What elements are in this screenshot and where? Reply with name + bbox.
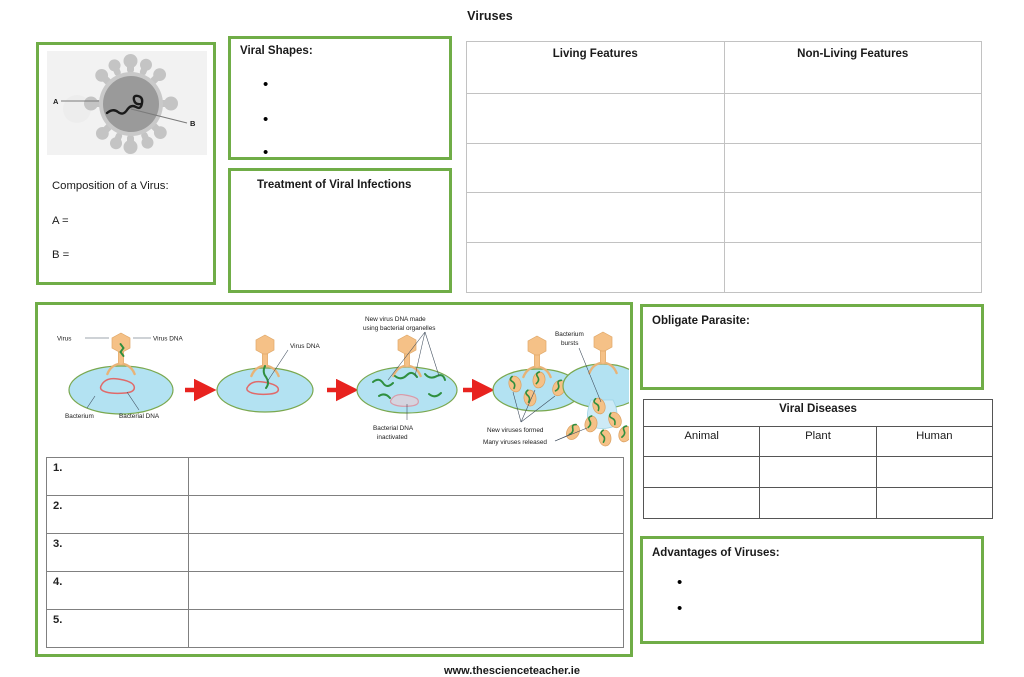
bullet-icon: • xyxy=(263,111,269,128)
viral-diseases-cell-animal-2[interactable] xyxy=(642,487,761,519)
viral-diseases-header-human: Human xyxy=(875,426,994,457)
advantages-panel: Advantages of Viruses: • • xyxy=(640,536,984,644)
viral-shapes-bullet-3[interactable]: • xyxy=(263,145,268,160)
treatment-panel: Treatment of Viral Infections xyxy=(228,168,452,293)
label-new-virus-dna-2: using bacterial organelles xyxy=(363,325,435,332)
bullet-icon: • xyxy=(263,144,269,161)
lifecycle-steps-table: 1. 2. 3. 4. 5. xyxy=(46,457,624,648)
label-new-viruses-formed: New viruses formed xyxy=(487,427,544,434)
features-header-living: Living Features xyxy=(466,41,725,94)
step-text-2[interactable] xyxy=(188,495,624,534)
composition-label-b: B = xyxy=(52,249,70,261)
advantages-bullet-1[interactable]: • xyxy=(677,575,682,590)
step-number-3: 3. xyxy=(46,533,189,572)
svg-text:B: B xyxy=(190,119,196,128)
viral-shapes-title: Viral Shapes: xyxy=(240,45,313,57)
features-cell-nonliving-3[interactable] xyxy=(723,192,982,244)
page-title-text: Viruses xyxy=(467,9,513,23)
viral-diseases-header-animal: Animal xyxy=(642,426,761,457)
table-row xyxy=(642,487,994,519)
viral-diseases-cell-human-2[interactable] xyxy=(875,487,994,519)
viral-diseases-title: Viral Diseases xyxy=(643,399,993,427)
viral-diseases-cell-plant-1[interactable] xyxy=(759,456,877,488)
advantages-title: Advantages of Viruses: xyxy=(652,547,780,559)
step-number-4: 4. xyxy=(46,571,189,610)
label-bacterial-dna: Bacterial DNA xyxy=(119,413,160,420)
obligate-parasite-panel: Obligate Parasite: xyxy=(640,304,984,390)
features-cell-living-3[interactable] xyxy=(466,192,725,244)
virus-particle-figure: A B xyxy=(47,51,207,155)
label-bacterial-dna-inactivated-1: Bacterial DNA xyxy=(373,425,414,432)
table-row xyxy=(466,242,982,293)
living-features-table: Living Features Non-Living Features xyxy=(466,41,982,293)
viral-shapes-bullet-1[interactable]: • xyxy=(263,77,268,92)
viral-diseases-cell-human-1[interactable] xyxy=(875,456,994,488)
table-row: 3. xyxy=(46,533,624,572)
page-title: Viruses xyxy=(0,9,1024,23)
svg-text:A: A xyxy=(53,97,59,106)
step-text-5[interactable] xyxy=(188,609,624,648)
bacteriophage-lytic-cycle-figure: .dlab { font-family: "Liberation Sans", … xyxy=(43,310,644,450)
features-cell-nonliving-2[interactable] xyxy=(723,142,982,194)
table-row xyxy=(466,142,982,194)
label-virus: Virus xyxy=(57,336,71,343)
bullet-icon: • xyxy=(677,600,683,617)
advantages-bullet-2[interactable]: • xyxy=(677,601,682,616)
bacteriophage-lytic-cycle-diagram: .dlab { font-family: "Liberation Sans", … xyxy=(57,316,644,448)
virus-composition-panel: A B Composition of a Virus: A = B = xyxy=(36,42,216,285)
label-bacterial-dna-inactivated-2: inactivated xyxy=(377,434,408,441)
lifecycle-panel: .dlab { font-family: "Liberation Sans", … xyxy=(35,302,644,657)
features-cell-nonliving-4[interactable] xyxy=(723,242,982,293)
label-virus-dna-2: Virus DNA xyxy=(290,343,320,350)
composition-label-a: A = xyxy=(52,215,69,227)
viral-diseases-header-plant: Plant xyxy=(759,426,877,457)
obligate-parasite-title: Obligate Parasite: xyxy=(652,315,750,327)
label-bacterium-bursts-2: bursts xyxy=(561,340,578,347)
viral-diseases-cell-animal-1[interactable] xyxy=(642,456,761,488)
label-new-virus-dna-1: New virus DNA made xyxy=(365,316,426,323)
table-row-title: Viral Diseases xyxy=(643,399,993,427)
footer-url: www.thescienceteacher.ie xyxy=(444,665,580,677)
features-cell-living-2[interactable] xyxy=(466,142,725,194)
label-bacterium-bursts-1: Bacterium xyxy=(555,331,584,338)
table-row xyxy=(642,456,994,488)
table-row: 2. xyxy=(46,495,624,534)
features-header-nonliving: Non-Living Features xyxy=(723,41,982,94)
viral-shapes-panel: Viral Shapes: • • • xyxy=(228,36,452,160)
viral-shapes-bullet-2[interactable]: • xyxy=(263,112,268,127)
step-number-1: 1. xyxy=(46,457,189,496)
composition-caption: Composition of a Virus: xyxy=(52,180,169,192)
treatment-title: Treatment of Viral Infections xyxy=(257,179,412,191)
bullet-icon: • xyxy=(263,76,269,93)
table-row: 5. xyxy=(46,609,624,648)
table-row: 1. xyxy=(46,457,624,496)
features-cell-living-1[interactable] xyxy=(466,92,725,144)
step-number-2: 2. xyxy=(46,495,189,534)
features-cell-living-4[interactable] xyxy=(466,242,725,293)
viral-diseases-cell-plant-2[interactable] xyxy=(759,487,877,519)
step-text-1[interactable] xyxy=(188,457,624,496)
label-virus-dna: Virus DNA xyxy=(153,336,183,343)
label-bacterium: Bacterium xyxy=(65,413,94,420)
viral-diseases-table: Viral Diseases Animal Plant Human xyxy=(642,399,994,519)
step-text-3[interactable] xyxy=(188,533,624,572)
table-row-header: Living Features Non-Living Features xyxy=(466,41,982,94)
table-row: 4. xyxy=(46,571,624,610)
features-cell-nonliving-1[interactable] xyxy=(723,92,982,144)
table-row-header: Animal Plant Human xyxy=(642,426,994,457)
label-many-viruses-released: Many viruses released xyxy=(483,439,547,446)
virus-particle-diagram: A B xyxy=(47,51,207,155)
table-row xyxy=(466,192,982,244)
step-text-4[interactable] xyxy=(188,571,624,610)
step-number-5: 5. xyxy=(46,609,189,648)
bullet-icon: • xyxy=(677,574,683,591)
table-row xyxy=(466,92,982,144)
